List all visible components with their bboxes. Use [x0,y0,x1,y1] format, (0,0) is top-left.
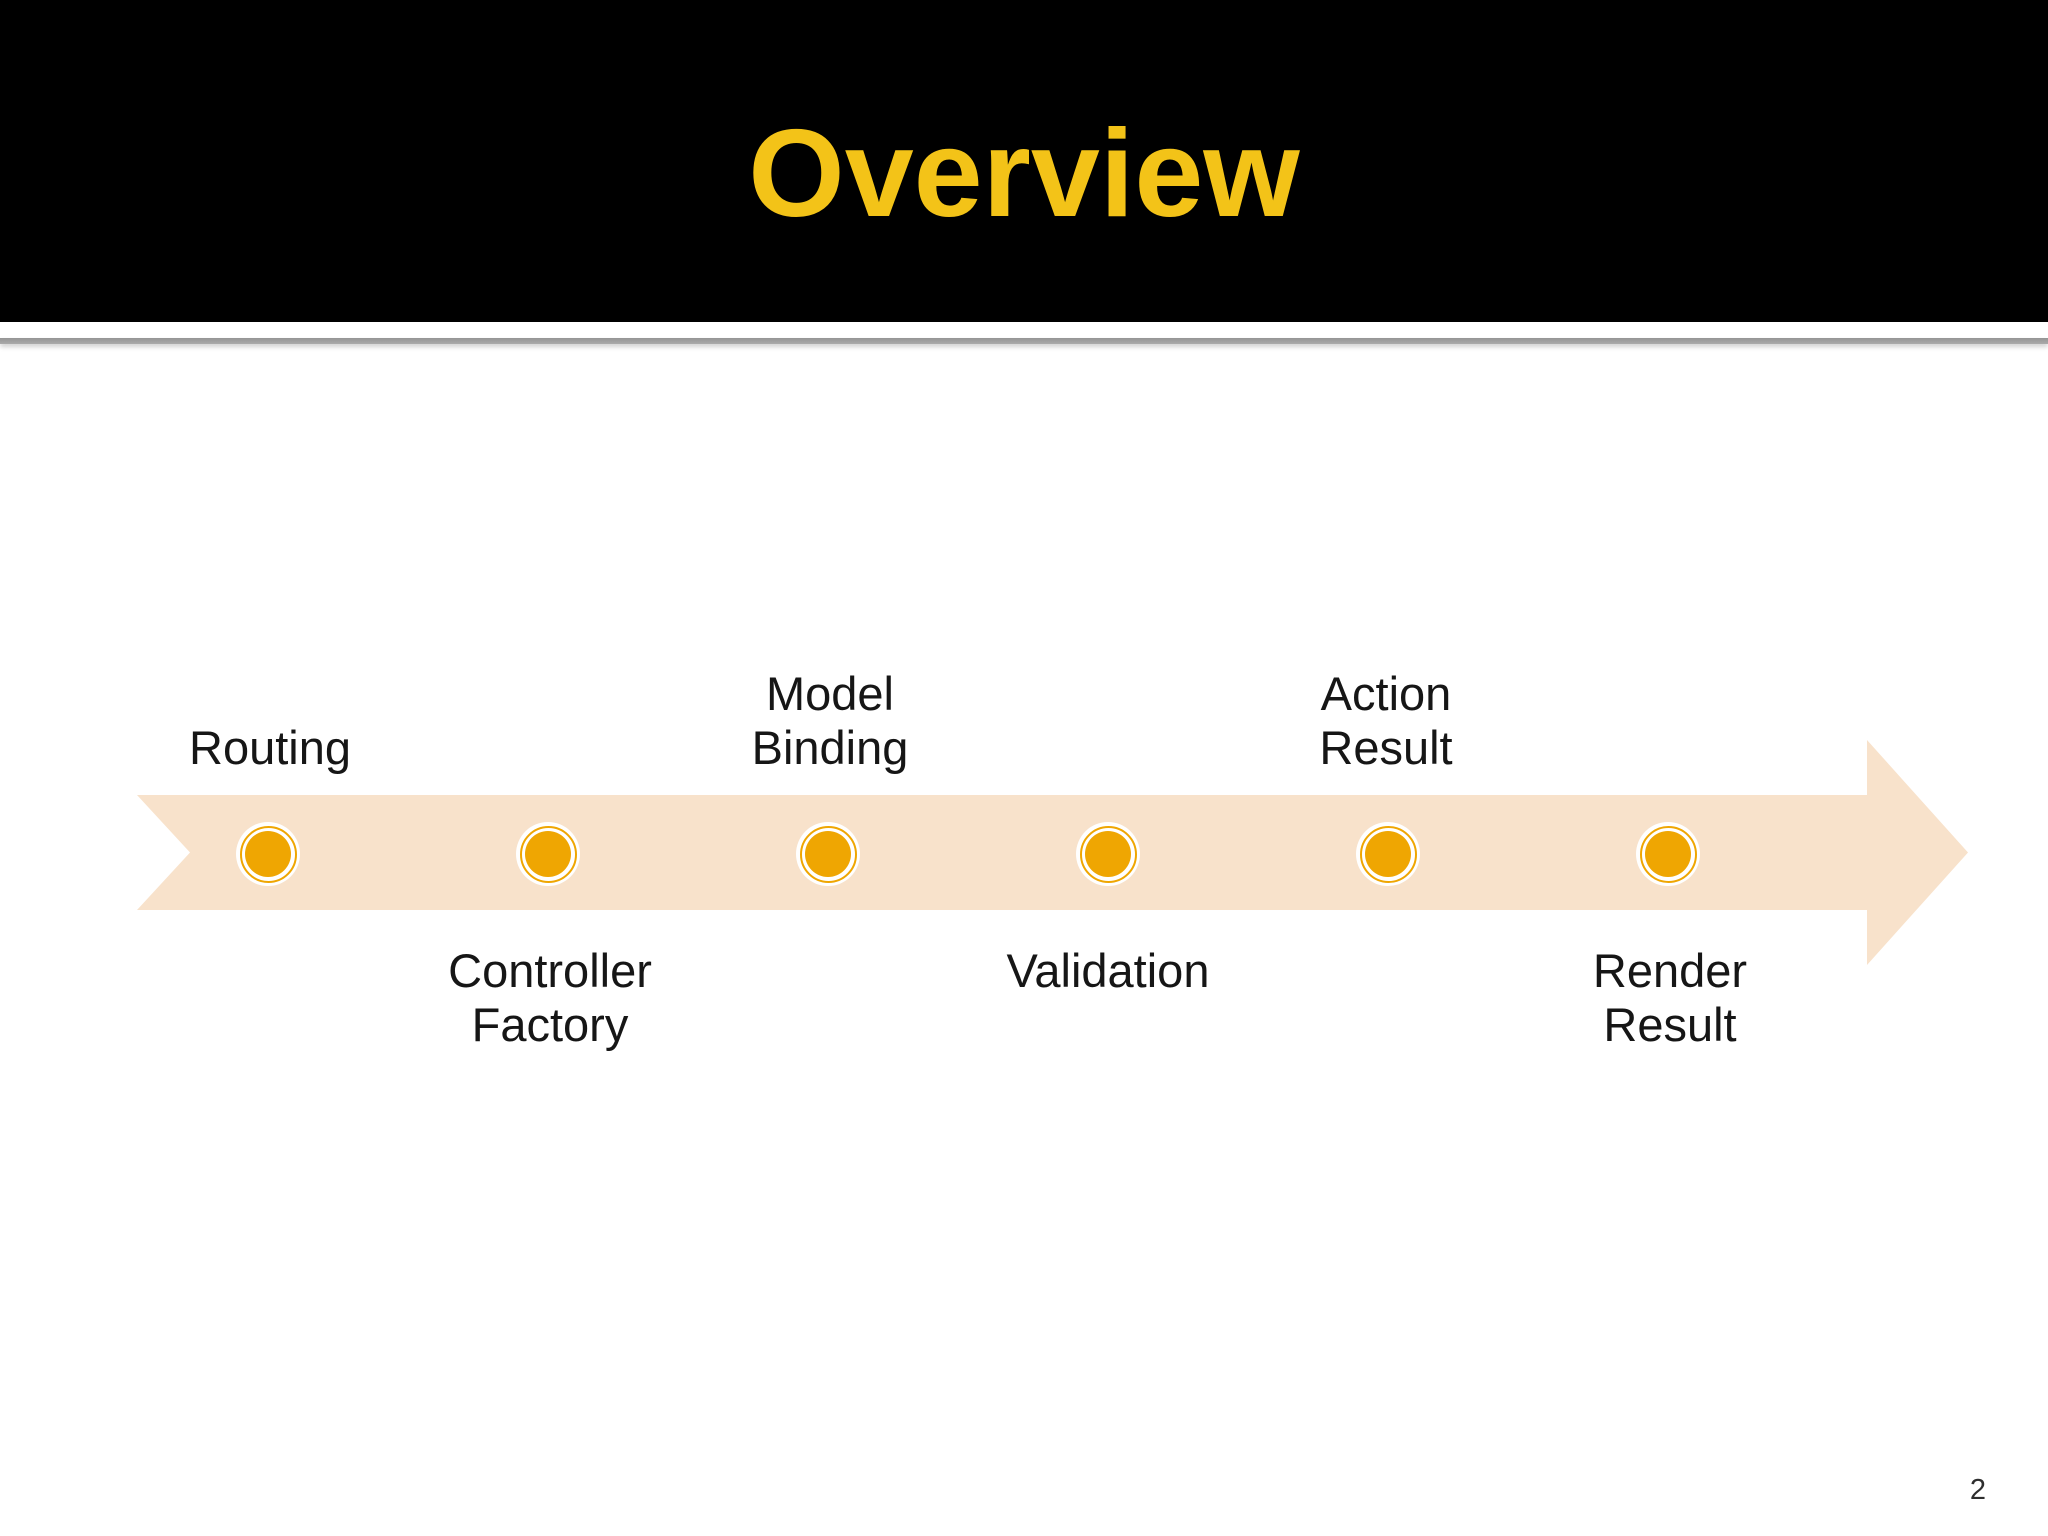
step-marker-routing [236,822,300,886]
step-marker-action-result [1356,822,1420,886]
marker-core-icon [805,831,851,877]
step-label-action-result: Action Result [1176,667,1596,775]
step-label-routing: Routing [60,721,480,775]
step-label-line: Action [1320,667,1452,720]
marker-ring-icon [799,825,857,883]
step-label-line: Model [765,667,894,720]
marker-core-icon [1365,831,1411,877]
title-banner: Overview [0,0,2048,322]
step-label-line: Controller [448,944,652,997]
step-marker-controller-factory [516,822,580,886]
step-marker-validation [1076,822,1140,886]
step-label-line: Render [1592,944,1748,997]
step-label-line: Result [1603,998,1737,1051]
marker-ring-icon [1639,825,1697,883]
step-label-render-result: Render Result [1460,944,1880,1052]
step-label-model-binding: Model Binding [620,667,1040,775]
marker-ring-icon [1359,825,1417,883]
step-marker-render-result [1636,822,1700,886]
page-number: 2 [1969,1474,1986,1506]
marker-core-icon [1645,831,1691,877]
step-label-validation: Validation [898,944,1318,998]
marker-ring-icon [1079,825,1137,883]
marker-core-icon [1085,831,1131,877]
header-divider [0,338,2048,344]
marker-core-icon [525,831,571,877]
step-marker-model-binding [796,822,860,886]
marker-ring-icon [239,825,297,883]
marker-core-icon [245,831,291,877]
slide-title: Overview [748,105,1300,243]
step-label-line: Factory [471,998,629,1051]
step-label-line: Result [1319,721,1453,774]
process-arrow-shape [137,740,1968,965]
step-label-line: Validation [1006,944,1210,997]
marker-ring-icon [519,825,577,883]
step-label-controller-factory: Controller Factory [340,944,760,1052]
step-label-line: Routing [189,721,351,774]
step-label-line: Binding [751,721,909,774]
